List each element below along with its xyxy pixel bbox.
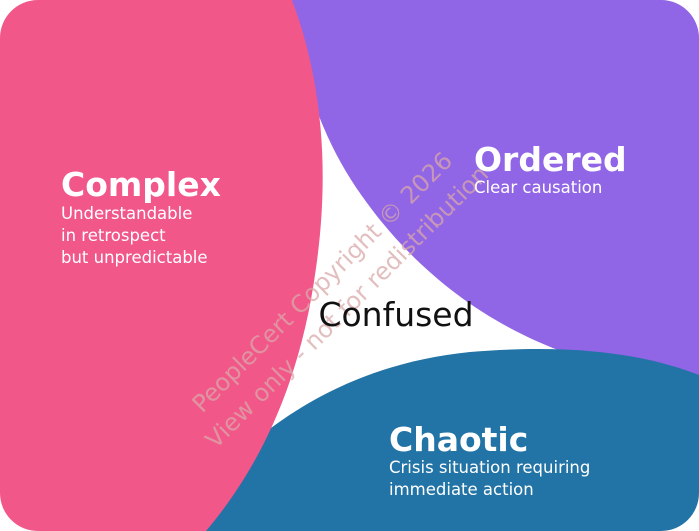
complex-desc-line-3: but unpredictable [61,248,208,267]
chaotic-domain: Chaotic Crisis situation requiring immed… [389,420,590,499]
ordered-domain: Ordered Clear causation [474,140,627,197]
complex-title: Complex [61,165,221,204]
complex-domain: Complex Understandable in retrospect but… [61,165,221,267]
ordered-title: Ordered [474,140,627,179]
chaotic-region [172,348,699,531]
complex-region [0,0,323,531]
complex-desc-line-2: in retrospect [61,226,166,245]
chaotic-desc-line-2: immediate action [389,480,534,499]
complex-desc-line-1: Understandable [61,204,192,223]
ordered-region [292,0,699,378]
chaotic-desc-line-1: Crisis situation requiring [389,458,590,477]
chaotic-title: Chaotic [389,420,528,459]
ordered-desc-line-1: Clear causation [474,178,602,197]
confused-label: Confused [318,295,473,334]
